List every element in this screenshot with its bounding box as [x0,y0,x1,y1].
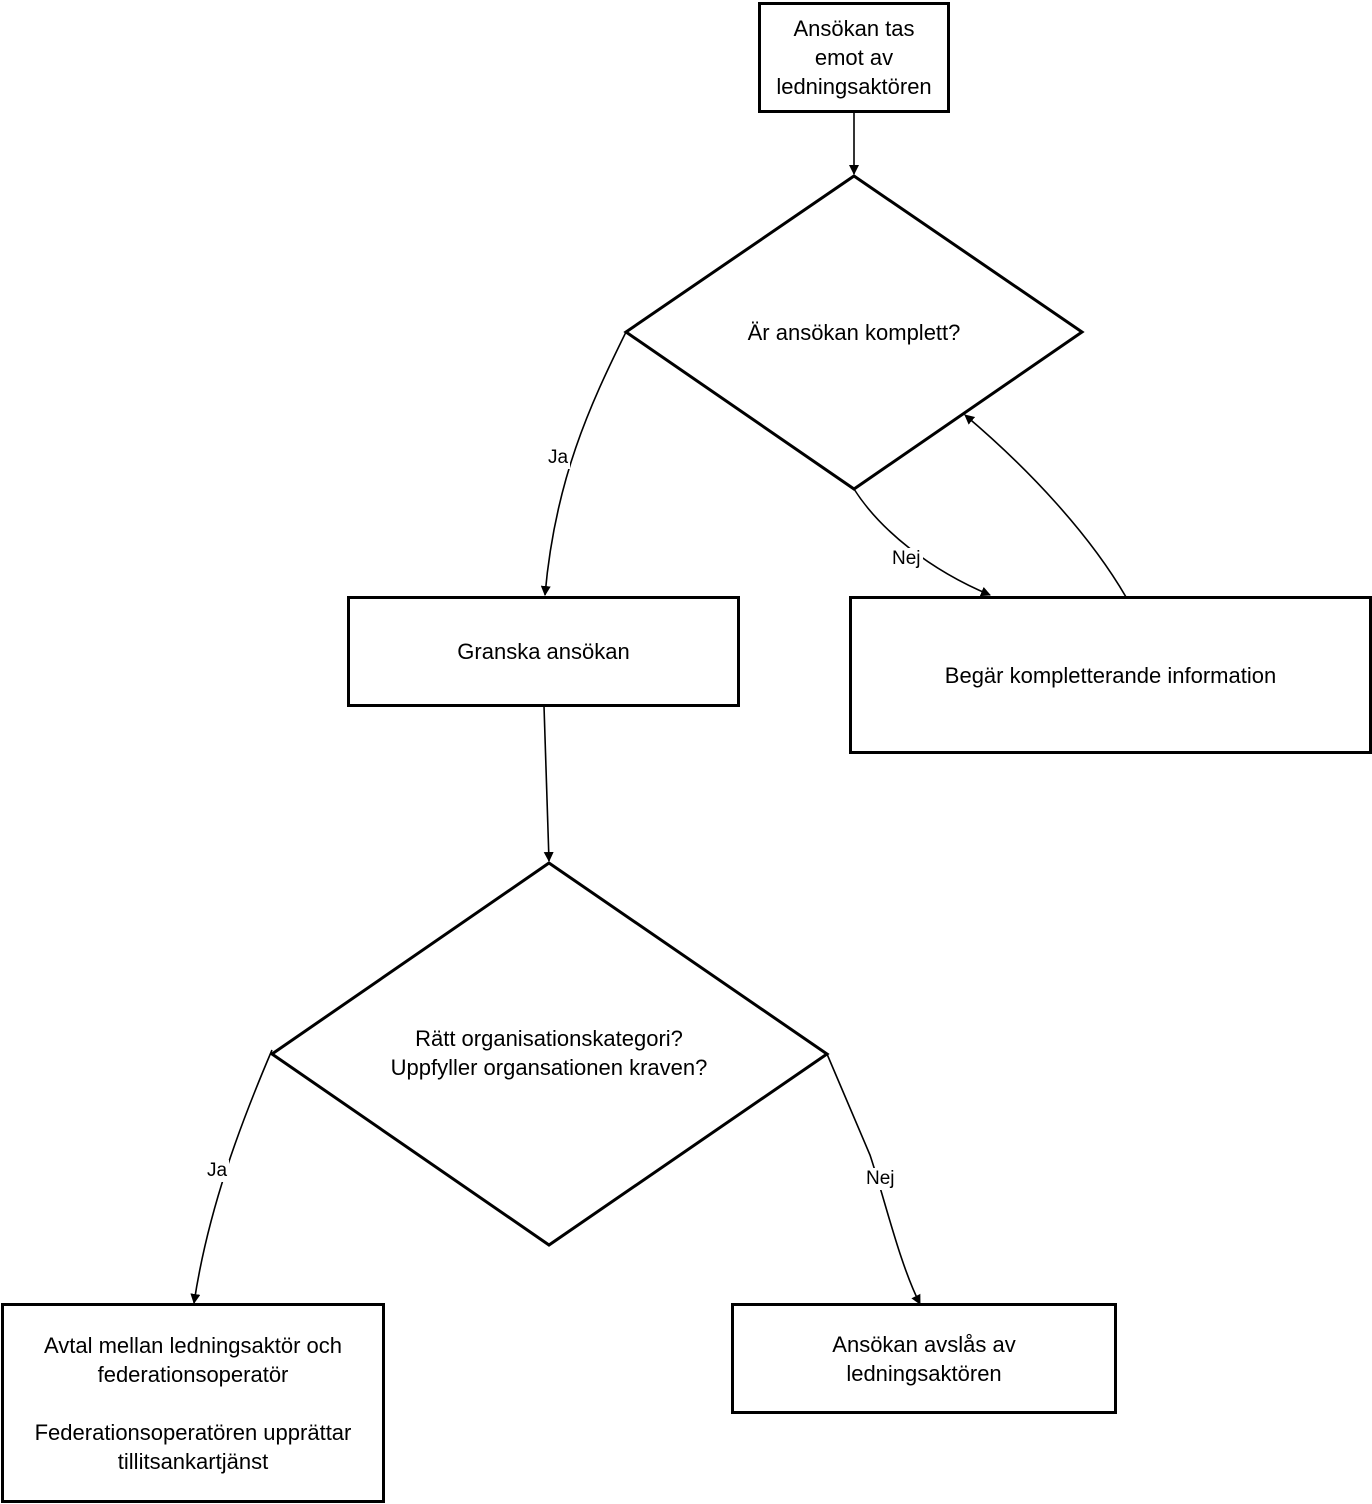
edge-label-no-2: Nej [864,1168,897,1190]
edge-label-yes-2: Ja [205,1160,230,1182]
edge-label-yes-1: Ja [546,447,571,469]
start-node: Ansökan tas emot av ledningsaktören [758,2,950,113]
edge-review-to-decision2 [543,705,554,862]
edge-decision1-no [853,488,991,597]
decision-complete-text: Är ansökan komplett? [747,319,961,345]
decision-category-text: Rätt organisationskategori? Uppfyller or… [390,1026,708,1080]
decision-diamond-category [269,861,830,1247]
edge-decision2-no [826,1053,921,1305]
edge-decision1-yes [540,331,627,596]
review-node: Granska ansökan [347,596,740,707]
rejected-node: Ansökan avslås av ledningsaktören [731,1303,1117,1414]
edge-label-no-1: Nej [890,548,923,570]
edge-request-back-to-decision1 [964,414,1127,598]
agreement-node: Avtal mellan ledningsaktör och federatio… [1,1303,385,1503]
request-info-node: Begär kompletterande information [849,596,1372,754]
